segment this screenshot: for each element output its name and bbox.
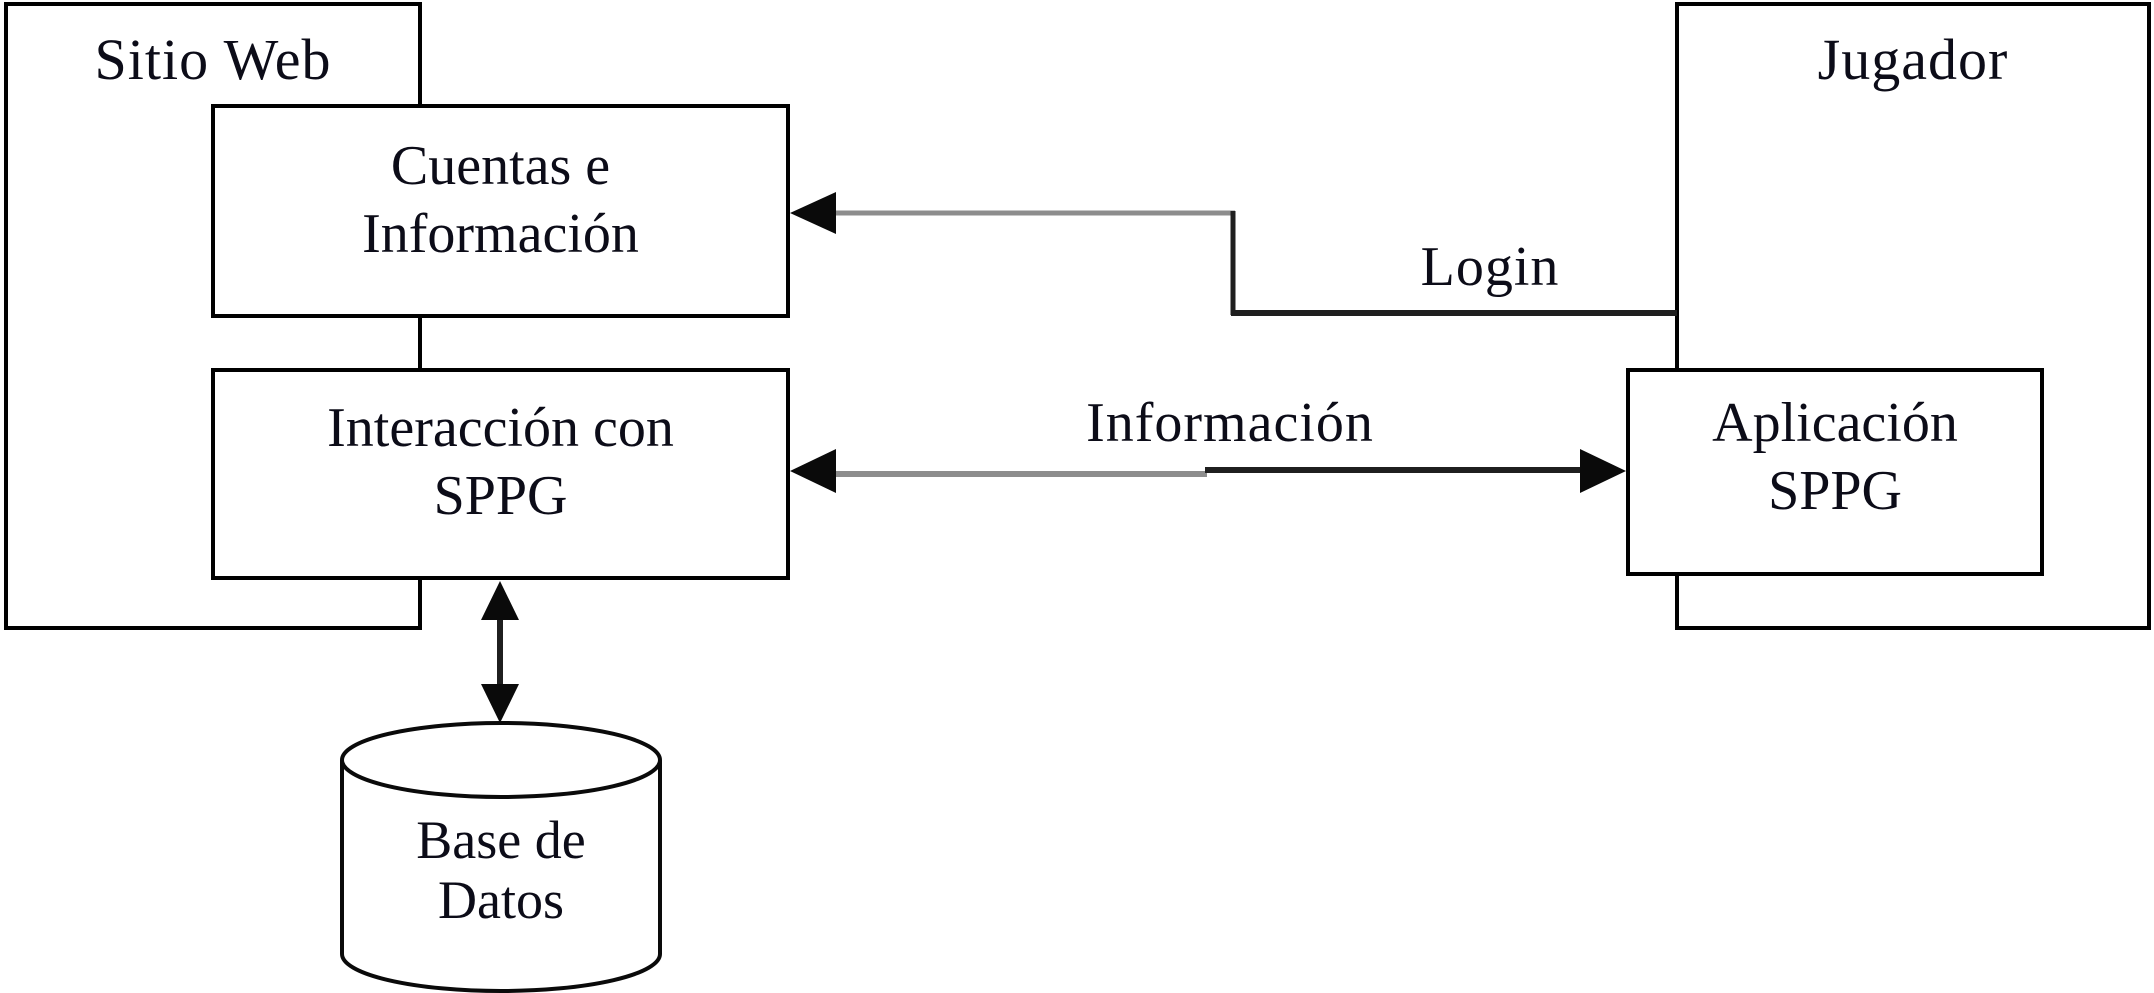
login-edge-label: Login bbox=[1420, 236, 1560, 298]
aplicacion-sppg-label-line1: Aplicación bbox=[1712, 392, 1958, 454]
database-link-down-arrowhead-icon bbox=[481, 684, 519, 723]
database-link-up-arrowhead-icon bbox=[481, 581, 519, 620]
base-datos-label-line1: Base de bbox=[416, 810, 586, 870]
aplicacion-sppg-label-line2: SPPG bbox=[1768, 460, 1902, 522]
jugador-label: Jugador bbox=[1817, 27, 2009, 92]
interaccion-sppg-box: Interacción con SPPG bbox=[211, 368, 790, 580]
login-left-arrowhead-icon bbox=[790, 192, 836, 234]
aplicacion-sppg-box: Aplicación SPPG bbox=[1626, 368, 2044, 576]
informacion-left-arrowhead-icon bbox=[790, 449, 836, 493]
informacion-edge-label: Información bbox=[1086, 392, 1374, 454]
database-cylinder-top bbox=[340, 721, 662, 799]
cuentas-informacion-box: Cuentas e Información bbox=[211, 104, 790, 318]
jugador-container-box: Jugador bbox=[1675, 2, 2151, 630]
sitio-web-label: Sitio Web bbox=[94, 27, 332, 92]
cuentas-informacion-label-line2: Información bbox=[362, 203, 639, 265]
database-link-arrow bbox=[481, 581, 519, 723]
cuentas-informacion-label-line1: Cuentas e bbox=[390, 135, 611, 197]
base-datos-label-line2: Datos bbox=[438, 870, 564, 930]
interaccion-sppg-label-line2: SPPG bbox=[433, 465, 568, 527]
interaccion-sppg-label-line1: Interacción con bbox=[327, 397, 674, 459]
informacion-right-arrowhead-icon bbox=[1580, 449, 1626, 493]
